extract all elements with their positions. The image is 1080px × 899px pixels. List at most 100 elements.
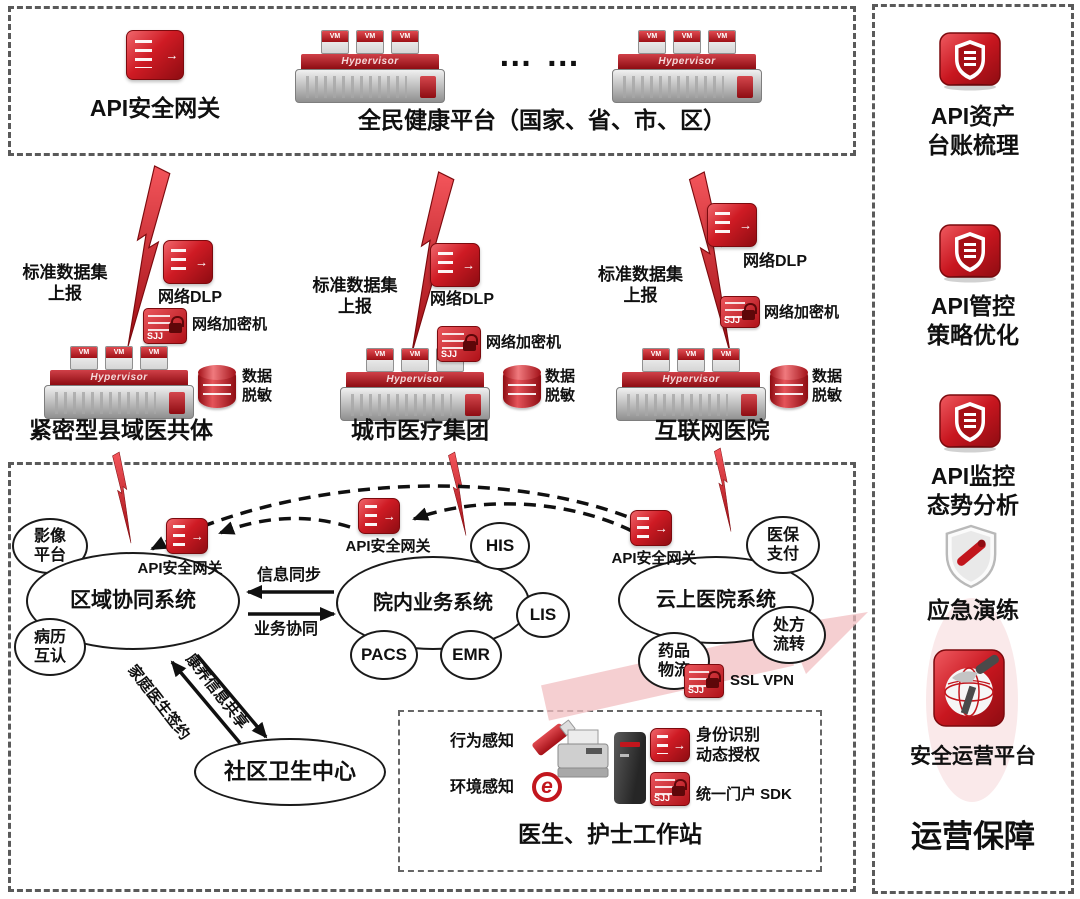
sjj-label: SJJ [688,685,705,695]
records-node: 病历 互认 [14,618,86,676]
vm-label: VM [322,31,348,42]
emr-node: EMR [440,630,502,680]
network-dlp-icon [163,240,213,284]
workstation-title: 医生、护士工作站 [518,821,702,847]
api-gateway-label: API安全网关 [89,95,221,121]
info-sync-label: 信息同步 [256,567,321,584]
vm-icon: VM [677,348,705,372]
api-gateway-label: API安全网关 [345,538,431,555]
security-ops-globe-icon [933,649,1005,727]
national-platform-box [8,6,856,156]
behavior-label: 行为感知 [449,733,514,750]
vm-icon: VM [401,348,429,372]
portal-sdk-icon: SJJ [650,772,690,806]
network-encryptor-label: 网络加密机 [486,334,562,351]
network-dlp-label: 网络DLP [429,291,494,308]
vm-row: VM VM VM [44,346,194,370]
sjj-label: SJJ [654,793,671,803]
api-gateway-label: API安全网关 [611,550,697,567]
group-name-county: 紧密型县域医共体 [29,417,213,443]
printer-icon [557,729,609,778]
vm-icon: VM [638,30,666,54]
lock-icon [463,334,478,352]
vm-icon: VM [321,30,349,54]
community-center-node: 社区卫生中心 [194,738,386,806]
sjj-label: SJJ [441,349,458,359]
vm-icon: VM [140,346,168,370]
vm-label: VM [674,31,700,42]
prescription-node: 处方 流转 [752,606,826,664]
sjj-label: SJJ [724,315,741,325]
ssl-vpn-icon: SJJ [684,664,724,698]
identity-label: 身份识别 动态授权 [696,727,761,764]
hypervisor-bar: Hypervisor [50,370,188,385]
platform-server: VM VM VM Hypervisor [612,30,762,103]
group-name-city: 城市医疗集团 [351,417,489,443]
data-masking-icon [503,365,541,408]
portal-sdk-label: 统一门户 SDK [696,786,792,803]
sidebar-label-api-asset: API资产 台账梳理 [927,103,1019,158]
api-gateway-icon [630,510,672,546]
vm-label: VM [713,349,739,360]
identity-appliance-icon [650,728,690,762]
his-node: HIS [470,522,530,570]
emergency-drill-icon [945,524,997,589]
vm-icon: VM [70,346,98,370]
vm-label: VM [678,349,704,360]
api-monitor-shield-icon [939,394,1001,453]
network-encryptor-icon: SJJ [437,326,481,362]
report-label-city: 标准数据集 上报 [312,276,398,317]
api-control-shield-icon [939,224,1001,283]
sidebar-box [872,4,1074,894]
lock-icon [169,316,184,334]
ssl-vpn-label: SSL VPN [730,672,794,689]
sjj-label: SJJ [147,331,164,341]
hypervisor-bar: Hypervisor [301,54,439,69]
lock-icon [742,302,757,320]
sidebar-label-security-ops: 安全运营平台 [910,745,1036,768]
sidebar-title: 运营保障 [911,819,1035,854]
systems-box [8,462,856,892]
vm-label: VM [402,349,428,360]
data-masking-label: 数据 脱敏 [812,368,843,404]
network-dlp-icon [707,203,757,247]
internet-hospital-server: VM VM VM Hypervisor [616,348,766,421]
vm-icon: VM [708,30,736,54]
sidebar-label-emergency: 应急演练 [927,597,1019,623]
city-server: VM VM VM Hypervisor [340,348,490,421]
vm-label: VM [141,347,167,358]
vm-row: VM VM VM [616,348,766,372]
vm-icon: VM [356,30,384,54]
server-chassis [612,69,762,103]
vm-label: VM [709,31,735,42]
lis-node: LIS [516,592,570,638]
hypervisor-bar: Hypervisor [346,372,484,387]
data-masking-label: 数据 脱敏 [545,368,576,404]
vm-icon: VM [712,348,740,372]
sidebar-label-api-control: API管控 策略优化 [927,293,1019,348]
platform-server: VM VM VM Hypervisor [295,30,445,103]
vm-icon: VM [105,346,133,370]
vm-icon: VM [366,348,394,372]
data-masking-icon [770,365,808,408]
vm-label: VM [71,347,97,358]
network-dlp-label: 网络DLP [742,253,807,270]
biz-collab-label: 业务协同 [253,621,318,638]
sidebar-label-api-monitor: API监控 态势分析 [927,463,1019,518]
api-gateway-icon [358,498,400,534]
group-name-internet: 互联网医院 [654,417,770,443]
tower-pc-icon [614,732,646,804]
hypervisor-bar: Hypervisor [622,372,760,387]
vm-label: VM [643,349,669,360]
network-encryptor-label: 网络加密机 [192,316,268,333]
hypervisor-bar: Hypervisor [618,54,756,69]
vm-label: VM [639,31,665,42]
network-encryptor-icon: SJJ [143,308,187,344]
vm-label: VM [106,347,132,358]
vm-label: VM [367,349,393,360]
lock-icon [672,779,687,797]
network-dlp-icon [430,243,480,287]
pacs-node: PACS [350,630,418,680]
report-label-internet: 标准数据集 上报 [598,265,683,306]
